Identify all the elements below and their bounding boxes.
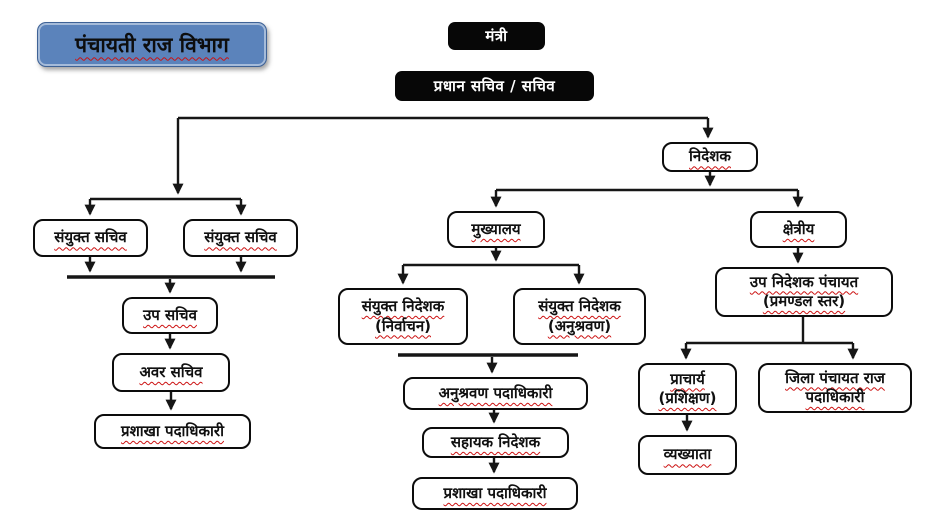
node-headquarters: मुख्यालय xyxy=(447,211,545,248)
node-under-secretary-label: अवर सचिव xyxy=(139,362,203,381)
node-monitoring-officer-label: अनुश्रवण पदाधिकारी xyxy=(438,383,553,402)
node-lecturer: व्यख्याता xyxy=(638,435,737,475)
node-joint-secretary-2: संयुक्त सचिव xyxy=(183,219,298,257)
node-joint-director-monitoring-line1: संयुक्त निदेशक xyxy=(538,297,621,315)
node-headquarters-label: मुख्यालय xyxy=(471,219,521,238)
node-under-secretary: अवर सचिव xyxy=(112,353,230,392)
node-joint-director-election-line1: संयुक्त निदेशक xyxy=(361,297,445,315)
node-deputy-director-panchayat: उप निदेशक पंचायत (प्रमण्डल स्तर) xyxy=(715,267,893,317)
node-joint-director-monitoring: संयुक्त निदेशक (अनुश्रवण) xyxy=(513,288,646,345)
node-branch-officer-directorate: प्रशाखा पदाधिकारी xyxy=(412,477,578,510)
department-title-box: पंचायती राज विभाग xyxy=(37,22,267,67)
node-district-panchayat-raj-officer: जिला पंचायत राज पदाधिकारी xyxy=(758,363,912,413)
node-branch-officer-secretariat-label: प्रशाखा पदाधिकारी xyxy=(121,421,224,440)
node-deputy-director-panchayat-line2: (प्रमण्डल स्तर) xyxy=(762,292,846,310)
node-principal-training-line1: प्राचार्य xyxy=(670,369,705,388)
node-deputy-secretary-label: उप सचिव xyxy=(143,305,197,324)
node-principal-secretary: प्रधान सचिव / सचिव xyxy=(395,71,594,101)
node-branch-officer-secretariat: प्रशाखा पदाधिकारी xyxy=(94,414,251,449)
node-director: निदेशक xyxy=(662,142,758,172)
node-joint-secretary-1-label: संयुक्त सचिव xyxy=(54,228,127,247)
node-monitoring-officer: अनुश्रवण पदाधिकारी xyxy=(403,377,588,410)
node-branch-officer-directorate-label: प्रशाखा पदाधिकारी xyxy=(443,483,547,502)
node-district-panchayat-raj-officer-line1: जिला पंचायत राज xyxy=(785,368,885,387)
node-director-label: निदेशक xyxy=(689,147,731,166)
department-title: पंचायती राज विभाग xyxy=(75,32,229,57)
node-principal-secretary-label: प्रधान सचिव / सचिव xyxy=(433,77,556,95)
node-assistant-director-label: सहायक निदेशक xyxy=(450,432,541,451)
node-regional: क्षेत्रीय xyxy=(750,211,847,248)
node-assistant-director: सहायक निदेशक xyxy=(422,427,569,458)
node-principal-training: प्राचार्य (प्रशिक्षण) xyxy=(638,363,737,415)
node-joint-director-election-line2: (निर्वाचन) xyxy=(375,316,431,335)
node-joint-director-election: संयुक्त निदेशक (निर्वाचन) xyxy=(338,288,468,345)
node-joint-secretary-2-label: संयुक्त सचिव xyxy=(204,228,277,247)
node-principal-training-line2: (प्रशिक्षण) xyxy=(658,389,717,407)
node-lecturer-label: व्यख्याता xyxy=(663,445,712,464)
node-regional-label: क्षेत्रीय xyxy=(782,219,815,238)
node-deputy-secretary: उप सचिव xyxy=(122,297,218,334)
node-deputy-director-panchayat-line1: उप निदेशक पंचायत xyxy=(749,272,859,291)
node-minister-label: मंत्री xyxy=(485,27,508,45)
node-minister: मंत्री xyxy=(448,22,545,50)
node-joint-director-monitoring-line2: (अनुश्रवण) xyxy=(547,316,612,335)
node-joint-secretary-1: संयुक्त सचिव xyxy=(33,219,148,257)
node-district-panchayat-raj-officer-line2: पदाधिकारी xyxy=(805,388,865,406)
